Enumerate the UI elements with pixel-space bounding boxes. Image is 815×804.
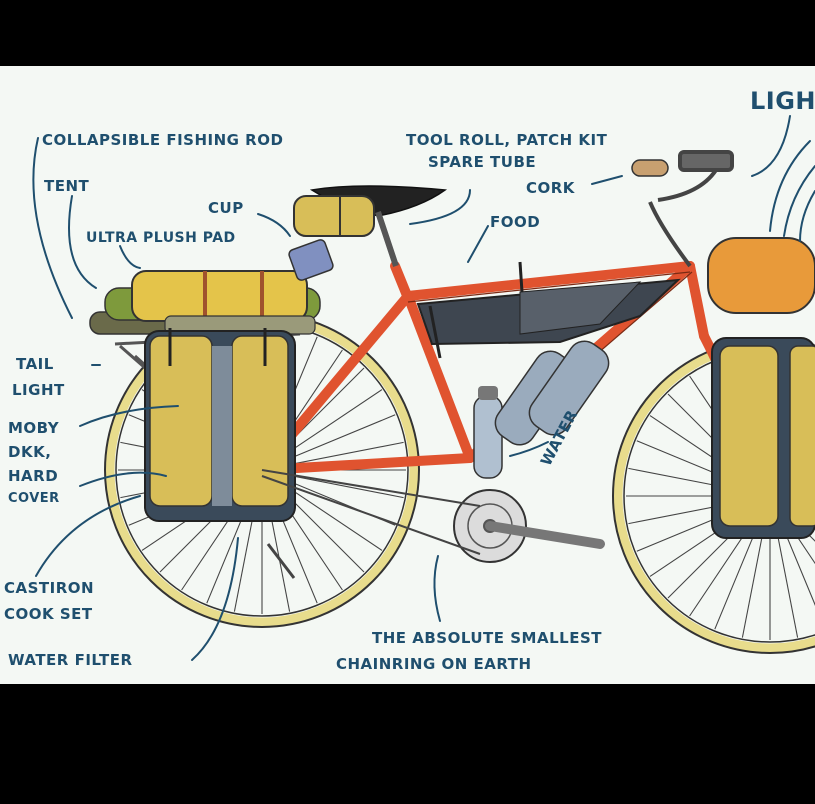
- label-food: FOOD: [490, 213, 541, 231]
- diagram-panel: LIGH COLLAPSIBLE FISHING ROD TOOL ROLL, …: [0, 66, 815, 684]
- label-ultra-plush-pad: ULTRA PLUSH PAD: [86, 230, 236, 246]
- label-cork: CORK: [526, 179, 575, 197]
- label-tool-roll-line1: TOOL ROLL, PATCH KIT: [406, 131, 608, 149]
- label-light: LIGH: [750, 87, 815, 115]
- label-tent: TENT: [44, 177, 90, 195]
- water-bottles: [473, 340, 610, 479]
- cup: [288, 239, 334, 281]
- frame-bag: [416, 261, 681, 359]
- handlebar: [631, 150, 734, 268]
- label-tail-light-line2: LIGHT: [12, 381, 65, 399]
- saddle: [293, 185, 448, 267]
- label-moby-line1: MOBY: [8, 419, 60, 437]
- label-moby-line2: DKK,: [8, 443, 52, 461]
- label-water-filter: WATER FILTER: [8, 651, 133, 669]
- front-panniers: [707, 237, 815, 539]
- label-cup: CUP: [208, 199, 244, 217]
- label-castiron-line1: CASTIRON: [4, 579, 95, 597]
- label-moby-line3: HARD: [8, 467, 59, 485]
- label-collapsible-fishing-rod: COLLAPSIBLE FISHING ROD: [42, 131, 284, 149]
- label-castiron-line2: COOK SET: [4, 605, 93, 623]
- label-moby-line4: COVER: [8, 491, 60, 506]
- bicycle-illustration: [32, 115, 815, 661]
- label-chainring-line2: CHAINRING ON EARTH: [336, 655, 532, 673]
- label-tool-roll-line2: SPARE TUBE: [428, 153, 537, 171]
- tent-roll: [89, 270, 321, 335]
- label-chainring-line1: THE ABSOLUTE SMALLEST: [372, 629, 602, 647]
- label-tail-light-line1: TAIL: [16, 355, 54, 373]
- rear-panniers: [144, 328, 296, 522]
- chainring: [261, 469, 605, 579]
- annotation-lines: [32, 115, 815, 661]
